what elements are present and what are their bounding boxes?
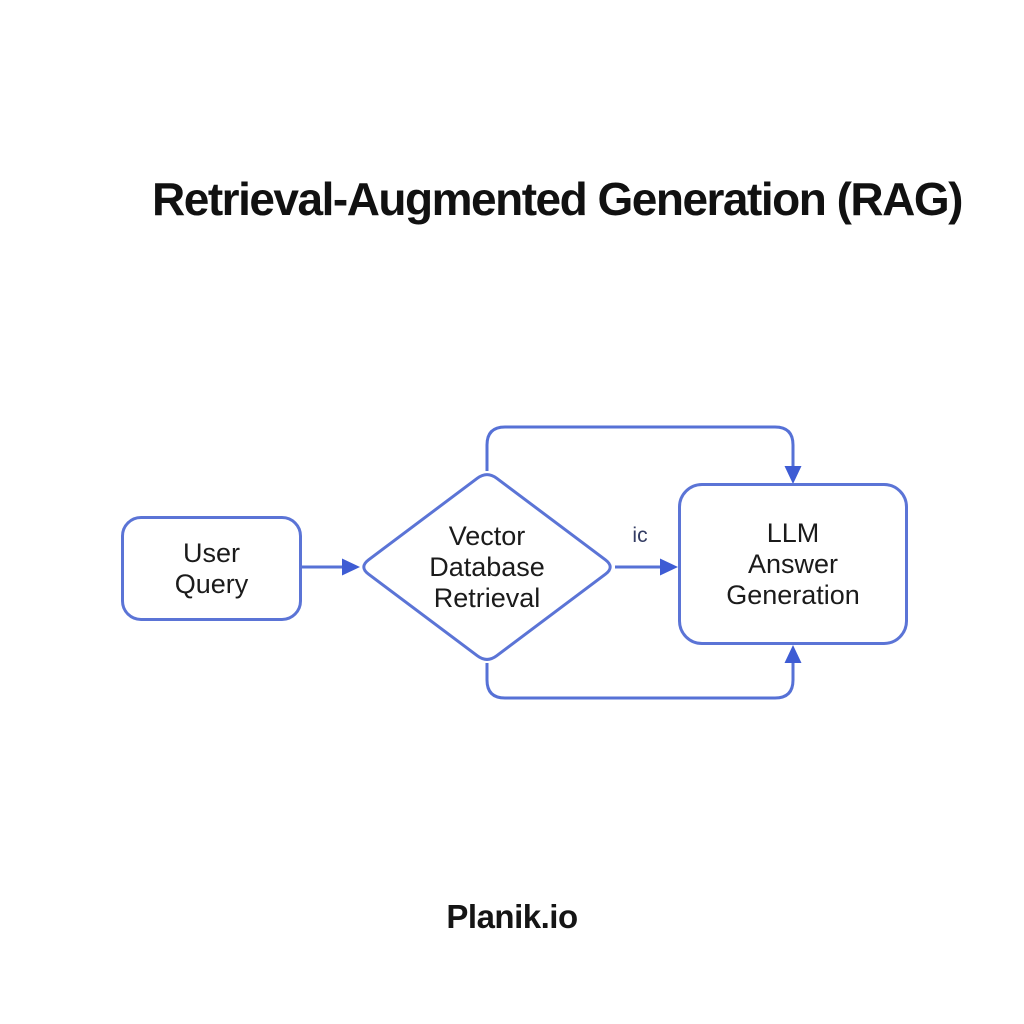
node-llm-label: LLM Answer Generation	[726, 518, 860, 611]
arrowhead-down-into-llm-top	[784, 466, 802, 484]
edge-bottom-loop	[485, 662, 795, 700]
label-line: User	[182, 537, 240, 568]
label-line: Vector	[448, 521, 526, 551]
arrowhead-up-into-llm-bottom	[784, 645, 802, 663]
footer-brand: Planik.io	[446, 898, 578, 935]
node-vector-db-label: Vector Database Retrieval	[387, 521, 587, 614]
node-vector-db-diamond-shape	[362, 473, 612, 661]
edge-label-retrieval-to-llm: ic	[632, 524, 648, 547]
edge-top-loop	[485, 425, 795, 471]
arrowhead-right-into-diamond	[342, 558, 360, 576]
diagram-title: Retrieval-Augmented Generation (RAG)	[152, 173, 963, 225]
node-llm: LLM Answer Generation	[678, 483, 908, 645]
label-line: LLM	[766, 517, 820, 548]
node-user-query: User Query	[121, 516, 302, 621]
label-line: Query	[174, 568, 249, 599]
label-line: Retrieval	[433, 583, 541, 613]
label-line: Database	[429, 552, 545, 582]
node-user-query-label: User Query	[175, 538, 249, 600]
arrowhead-right-into-llm	[660, 558, 678, 576]
label-line: Answer	[747, 548, 839, 579]
label-line: Generation	[726, 579, 860, 610]
